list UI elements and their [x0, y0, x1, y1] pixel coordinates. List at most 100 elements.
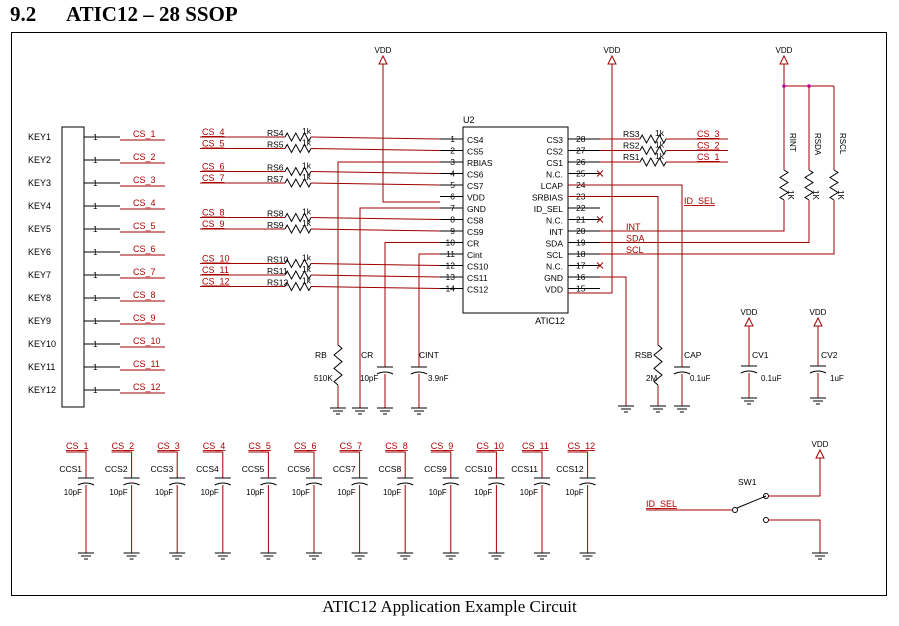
resistor-ref: RS7: [267, 174, 284, 184]
series-resistor: [284, 166, 312, 177]
rb-wire: [337, 161, 440, 345]
pin-net-label: SCL: [626, 245, 644, 255]
resistor-value: 1k: [302, 253, 312, 263]
cap-ref: CAP: [684, 350, 702, 360]
sense-net-label: CS_8: [385, 441, 408, 451]
ic-pin-name: GND: [467, 204, 486, 214]
vdd-label: VDD: [810, 308, 827, 317]
sense-cap-value: 10pF: [201, 488, 219, 497]
series-resistor: [284, 177, 312, 189]
ic-pin-name: CS11: [467, 273, 488, 283]
sense-cap-value: 10pF: [474, 488, 492, 497]
decoupling-capacitor-plate-curved: [740, 370, 758, 374]
switch-lever: [736, 495, 767, 509]
key-net-label: CS_9: [133, 313, 156, 323]
sense-net-label: CS_9: [431, 441, 454, 451]
switch-contact: [763, 517, 769, 523]
rb-value: 510K: [314, 374, 333, 383]
ic-pin-number: 2: [450, 146, 455, 156]
resistor-value: 1k: [655, 128, 665, 138]
resistor-ref: RS3: [623, 129, 640, 139]
sense-net-label: CS_2: [112, 441, 135, 451]
cv-value: 0.1uF: [761, 374, 782, 383]
pin-net-label: SDA: [626, 234, 645, 244]
key-pin-number: 1: [93, 225, 98, 234]
vdd-wire: [568, 64, 613, 294]
sense-cap-ref: CCS8: [379, 464, 402, 474]
key-label: KEY8: [28, 293, 51, 303]
ic-pin-number: 22: [576, 203, 586, 213]
key-pin-number: 1: [93, 248, 98, 257]
ic-ref: U2: [463, 115, 475, 125]
ic-pin-number: 17: [576, 261, 586, 271]
cr-wire: [384, 242, 440, 367]
sense-cap-ref: CCS10: [465, 464, 493, 474]
key-label: KEY5: [28, 224, 51, 234]
key-label: KEY12: [28, 385, 56, 395]
sense-cap-ref: CCS11: [511, 464, 538, 474]
left-net-label: CS_6: [202, 162, 225, 172]
vdd-symbol: [378, 54, 388, 65]
ic-pin-name: CS3: [546, 135, 563, 145]
ic-pin-number: 14: [446, 284, 456, 294]
resistor-value: 1k: [655, 140, 665, 150]
resistor-ref: RS11: [267, 266, 288, 276]
key-pin-number: 1: [93, 271, 98, 280]
left-net-wire: [310, 286, 441, 289]
ic-pin-name: N.C.: [546, 262, 563, 272]
ic-pin-name: CS7: [467, 181, 484, 191]
ic-pin-name: CS6: [467, 170, 484, 180]
ic-pin-number: 20: [576, 226, 586, 236]
sense-cap-wire: [339, 451, 361, 478]
key-pin-number: 1: [93, 202, 98, 211]
key-label: KEY4: [28, 201, 51, 211]
sense-cap-value: 10pF: [292, 488, 310, 497]
cint-value: 3.9nF: [428, 374, 449, 383]
sense-net-label: CS_1: [66, 441, 89, 451]
pullup-resistor: [804, 169, 814, 201]
rsb-ref: RSB: [635, 350, 653, 360]
key-net-label: CS_3: [133, 175, 156, 185]
sense-cap-value: 10pF: [429, 488, 447, 497]
sense-cap-value: 10pF: [565, 488, 583, 497]
cv-ref: CV2: [821, 350, 838, 360]
rb-resistor: [333, 344, 343, 386]
sense-capacitor-plate-curved: [168, 482, 186, 486]
resistor-value: 1k: [302, 126, 312, 136]
ic-pin-number: 5: [450, 180, 455, 190]
left-net-label: CS_10: [202, 254, 230, 264]
key-pin-number: 1: [93, 340, 98, 349]
key-net-label: CS_10: [133, 336, 161, 346]
sense-net-label: CS_11: [522, 441, 549, 451]
ic-pin-number: 26: [576, 157, 586, 167]
pin-net-label: INT: [626, 222, 641, 232]
pullup-resistor: [779, 169, 789, 201]
key-pin-number: 1: [93, 294, 98, 303]
ic-pin-number: 1: [450, 134, 455, 144]
left-net-label: CS_4: [202, 127, 225, 137]
pullup-ref: RINT: [788, 133, 797, 152]
series-resistor: [639, 133, 667, 145]
resistor-value: 1k: [302, 172, 312, 182]
sense-cap-wire: [111, 451, 133, 478]
series-resistor: [284, 258, 312, 269]
key-net-label: CS_12: [133, 382, 161, 392]
key-net-label: CS_6: [133, 244, 156, 254]
resistor-ref: RS8: [267, 209, 284, 219]
left-net-label: CS_5: [202, 139, 225, 149]
sense-net-label: CS_3: [157, 441, 180, 451]
ic-pin-name: CS2: [546, 147, 563, 157]
left-net-wire: [310, 182, 441, 186]
key-pin-number: 1: [93, 363, 98, 372]
left-net-wire: [310, 217, 441, 220]
pullup-wire: [600, 200, 810, 243]
gnd-wire: [600, 276, 627, 406]
sense-cap-ref: CCS4: [196, 464, 219, 474]
cv-value: 1uF: [830, 374, 844, 383]
ic-pin-number: 9: [450, 226, 455, 236]
ic-pin-name: RBIAS: [467, 158, 493, 168]
series-resistor: [639, 145, 667, 156]
ic-pin-number: 4: [450, 169, 455, 179]
